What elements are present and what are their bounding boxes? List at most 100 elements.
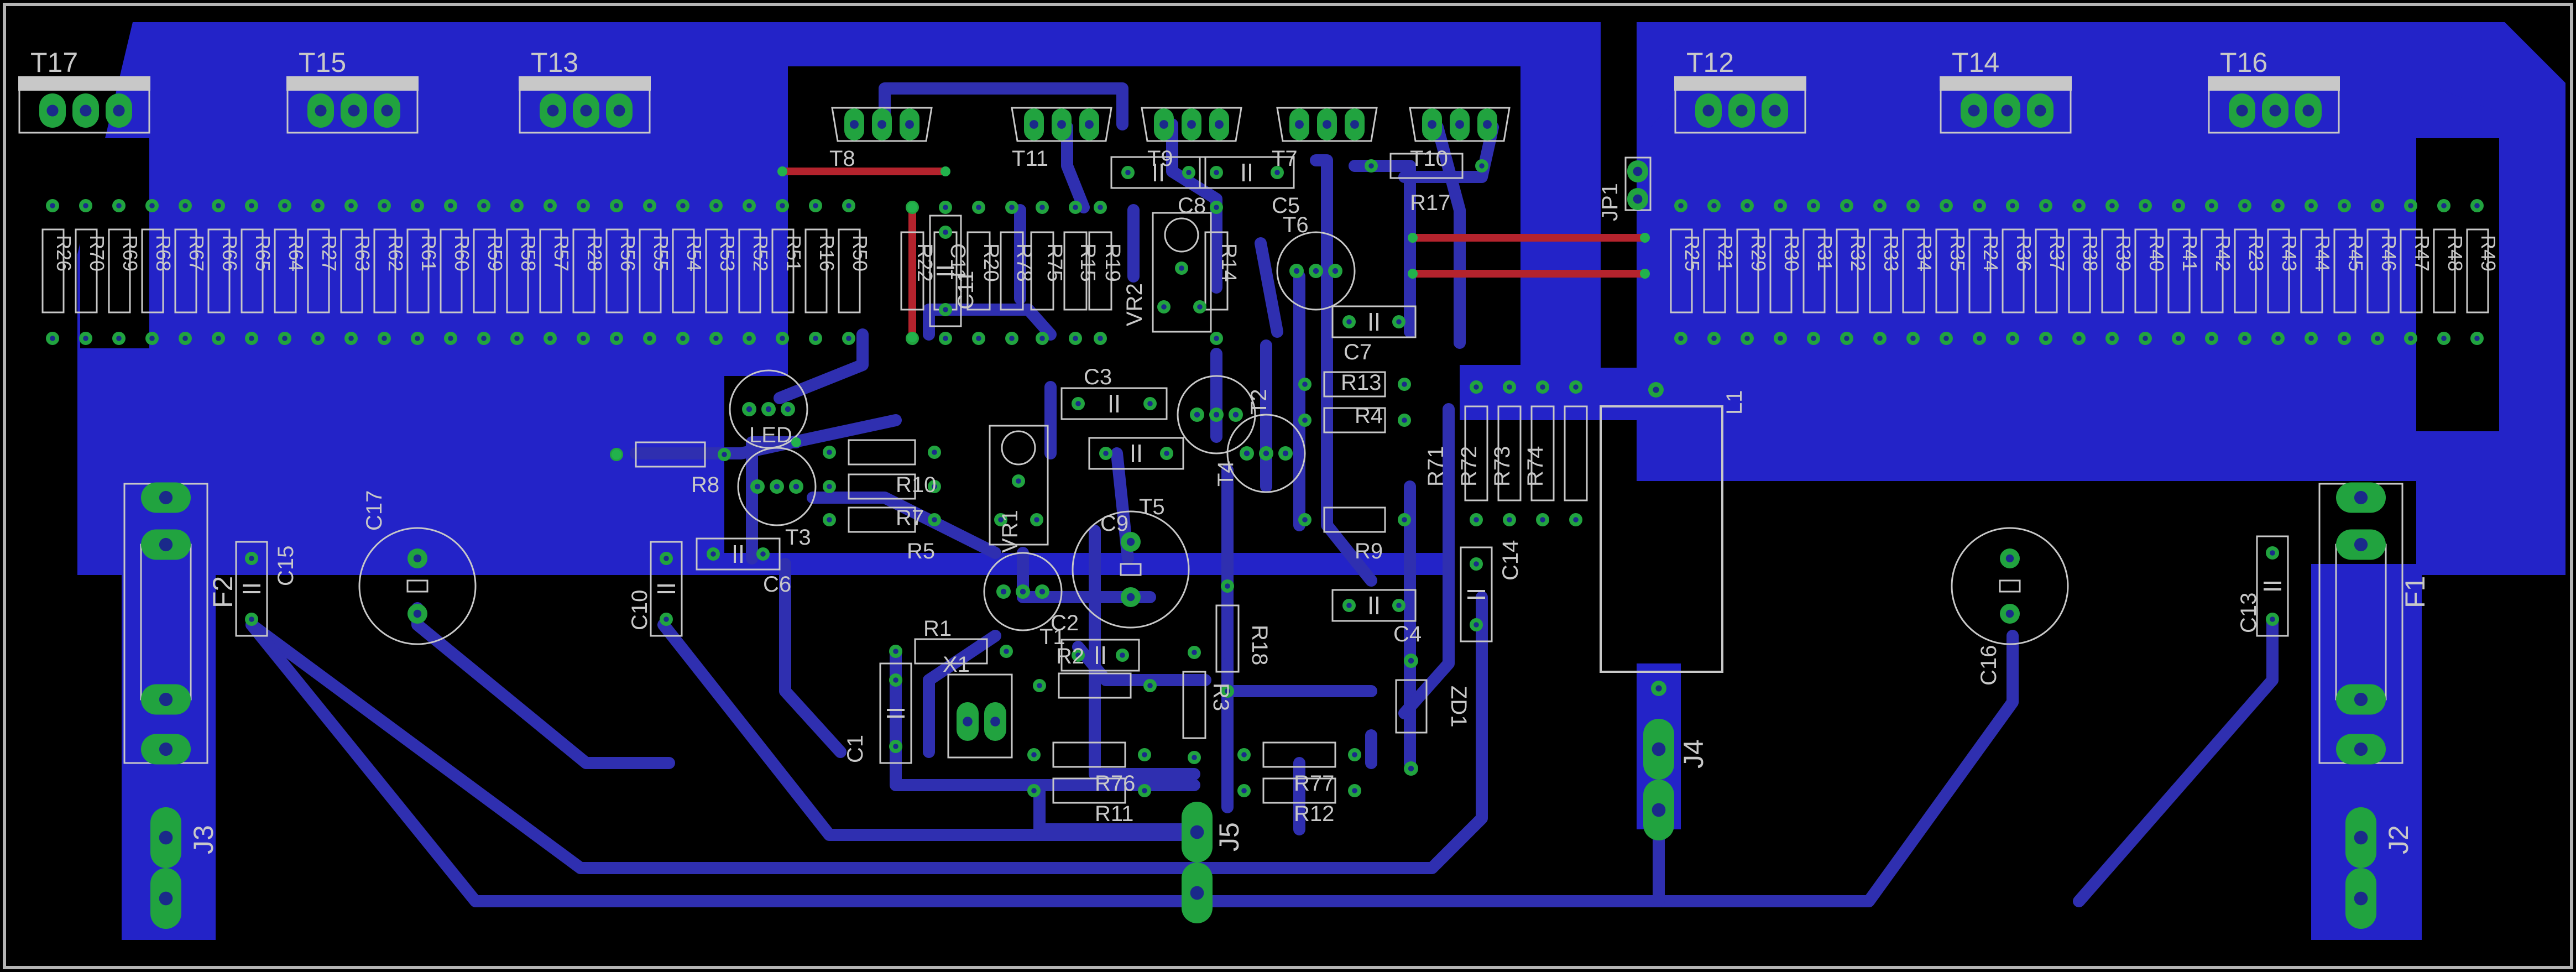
resistor-body (506, 228, 529, 313)
pad-drill (1350, 120, 1359, 129)
pad-drill (2143, 203, 2148, 208)
resistor-body (241, 228, 264, 313)
pad-drill (514, 336, 520, 341)
pad-drill (50, 336, 55, 341)
pad-drill (580, 104, 592, 117)
pad-drill (2076, 336, 2082, 341)
pad-drill (1009, 205, 1015, 210)
electrolytic-body (1120, 563, 1142, 576)
label-t2: T2 (1247, 389, 1271, 415)
pad-drill (680, 336, 686, 341)
pad-drill (1190, 886, 1204, 900)
pad-drill (663, 616, 669, 622)
resistor-body (207, 228, 231, 313)
via (907, 202, 917, 212)
pad-drill (1225, 583, 1230, 589)
pad-drill (1073, 336, 1078, 341)
pad-drill (722, 452, 727, 457)
label-x1: X1 (943, 652, 970, 677)
label-r47: R47 (2411, 235, 2433, 271)
label-r75: R75 (1043, 243, 1066, 282)
pad-drill (990, 717, 1000, 727)
resistor-body (1215, 604, 1240, 673)
resistor-body (1030, 231, 1054, 311)
label-c2: C2 (1051, 611, 1079, 635)
label-r10: R10 (896, 473, 936, 497)
resistor-body (1497, 405, 1522, 501)
label-j2: J2 (2383, 825, 2414, 854)
pad-drill (2143, 336, 2148, 341)
pad-drill (1428, 120, 1436, 129)
to92-outline (1011, 107, 1112, 142)
label-r56: R56 (616, 235, 639, 271)
pad-drill (1736, 104, 1748, 117)
pad-drill (1020, 588, 1026, 595)
pad-drill (932, 484, 937, 489)
pad-drill (315, 104, 327, 117)
pad-drill (315, 336, 321, 341)
capacitor-outline (1331, 305, 1417, 338)
pad-drill (1702, 104, 1715, 117)
pad-drill (1126, 537, 1135, 546)
via (1408, 233, 1418, 243)
pad-drill (780, 203, 785, 208)
pad-drill (2209, 203, 2214, 208)
capacitor-outline (2256, 535, 2289, 637)
pad-drill (2302, 104, 2314, 117)
pad-drill (2474, 336, 2480, 341)
crystal-outline (947, 673, 1013, 759)
resistor-body (2400, 228, 2423, 313)
label-t7: T7 (1272, 147, 1298, 171)
pad-drill (1313, 268, 1319, 274)
pad-drill (382, 203, 387, 208)
pad-drill (182, 336, 188, 341)
trimmer-outline (1152, 212, 1212, 333)
pad-drill (746, 336, 752, 341)
label-r39: R39 (2112, 235, 2135, 271)
electrolytic-outline (1072, 510, 1190, 629)
transistor-tab (2208, 76, 2340, 91)
resistor-body (900, 231, 924, 311)
label-vr1: VR1 (998, 510, 1022, 553)
pad-drill (774, 483, 780, 490)
label-r45: R45 (2344, 235, 2367, 271)
pad-drill (1711, 203, 1717, 208)
label-r57: R57 (550, 235, 573, 271)
resistor-body (1323, 506, 1386, 533)
label-r77: R77 (1294, 771, 1334, 796)
pad-drill (282, 336, 288, 341)
resistor-body (1052, 741, 1126, 768)
pad-drill (1142, 752, 1147, 757)
label-t17: T17 (30, 47, 78, 78)
label-r19: R19 (1101, 243, 1124, 282)
resistor-body (2101, 228, 2124, 313)
label-r49: R49 (2477, 235, 2500, 271)
pad-drill (1126, 593, 1135, 602)
trimmer-outline (989, 425, 1049, 546)
trimmer-knob (1164, 217, 1199, 253)
label-r58: R58 (517, 235, 540, 271)
pad-drill (1009, 336, 1015, 341)
jumper-outline (1624, 156, 1652, 211)
pad-drill (713, 203, 719, 208)
pad-drill (2354, 692, 2368, 707)
label-r2: R2 (1056, 644, 1084, 668)
pad-drill (2176, 203, 2181, 208)
pad-drill (1352, 752, 1357, 757)
pad-drill (2043, 336, 2049, 341)
resistor-body (1869, 228, 1892, 313)
pad-drill (1540, 384, 1545, 390)
label-t12: T12 (1686, 47, 1734, 78)
to92-round-outline (1226, 414, 1306, 493)
label-r33: R33 (1880, 235, 1903, 271)
pad-drill (932, 517, 937, 522)
transistor-tab (519, 76, 651, 91)
pad-drill (1844, 336, 1849, 341)
pad-drill (159, 830, 173, 845)
pad-drill (1778, 203, 1783, 208)
label-r50: R50 (849, 235, 871, 271)
pad-drill (1187, 120, 1196, 129)
resistor-body (75, 228, 98, 313)
pad-drill (159, 891, 173, 906)
